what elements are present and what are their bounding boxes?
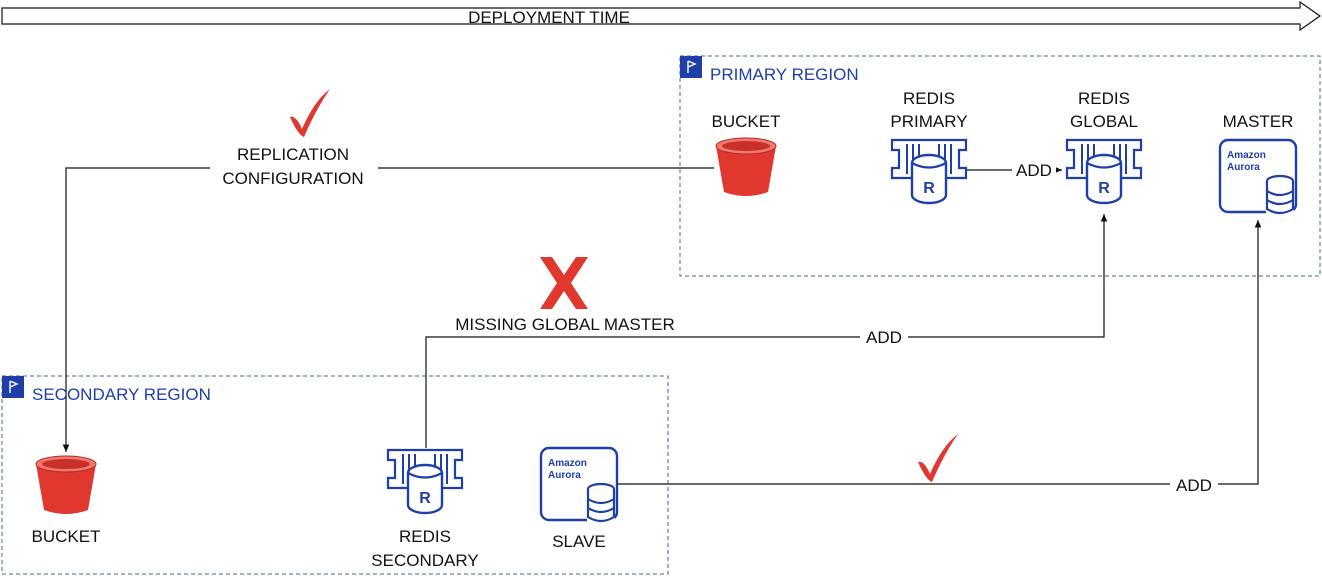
- bucket-label: BUCKET: [32, 527, 101, 546]
- primary-region: PRIMARY REGION: [679, 55, 1321, 277]
- redis-primary: REDIS PRIMARY R: [890, 89, 968, 205]
- replication-configuration-label: REPLICATION CONFIGURATION: [210, 143, 378, 189]
- aurora-icon: Amazon Aurora: [539, 446, 619, 525]
- svg-text:Amazon: Amazon: [1227, 150, 1266, 161]
- secondary-region: SECONDARY REGION: [1, 375, 669, 575]
- svg-text:REPLICATION: REPLICATION: [237, 145, 349, 164]
- connection-lines: [62, 166, 1262, 485]
- svg-text:R: R: [923, 180, 935, 197]
- primary-region-label: PRIMARY REGION: [710, 65, 859, 84]
- primary-bucket: BUCKET: [712, 112, 781, 197]
- deployment-time-arrow: DEPLOYMENT TIME: [1, 0, 1322, 32]
- svg-text:PRIMARY: PRIMARY: [890, 112, 967, 131]
- s3-bucket-icon: [715, 137, 777, 197]
- master-aurora: MASTER Amazon Aurora: [1218, 112, 1298, 217]
- checkmark-icon: [290, 89, 330, 137]
- slave-label: SLAVE: [552, 532, 606, 551]
- svg-text:ADD: ADD: [866, 328, 902, 347]
- elasticache-redis-icon: R: [890, 138, 968, 205]
- region-flag-icon: [679, 55, 703, 79]
- svg-text:R: R: [419, 490, 431, 507]
- svg-text:ADD: ADD: [1016, 161, 1052, 180]
- secondary-region-label: SECONDARY REGION: [32, 385, 211, 404]
- slave-aurora: Amazon Aurora SLAVE: [539, 446, 619, 551]
- svg-text:R: R: [1098, 180, 1110, 197]
- svg-text:REDIS: REDIS: [903, 89, 955, 108]
- svg-text:Aurora: Aurora: [548, 470, 581, 481]
- elasticache-redis-icon: R: [386, 448, 464, 515]
- region-flag-icon: [1, 375, 25, 399]
- svg-text:MISSING GLOBAL MASTER: MISSING GLOBAL MASTER: [455, 315, 674, 334]
- missing-global-master-label: MISSING GLOBAL MASTER: [432, 314, 698, 334]
- svg-text:GLOBAL: GLOBAL: [1070, 112, 1138, 131]
- redis-add-label: ADD: [1012, 160, 1056, 180]
- redis-secondary-add-label: ADD: [860, 327, 908, 347]
- aurora-add-label: ADD: [1170, 474, 1218, 495]
- svg-text:SECONDARY: SECONDARY: [371, 551, 478, 570]
- redis-secondary: R REDIS SECONDARY: [371, 448, 479, 570]
- svg-text:CONFIGURATION: CONFIGURATION: [222, 169, 363, 188]
- cross-icon: [540, 257, 588, 309]
- redis-global: REDIS GLOBAL R: [1065, 89, 1143, 205]
- checkmark-icon: [918, 434, 958, 482]
- svg-text:ADD: ADD: [1176, 476, 1212, 495]
- s3-bucket-icon: [35, 455, 97, 515]
- replication-line: [62, 167, 714, 452]
- svg-text:Aurora: Aurora: [1227, 162, 1260, 173]
- bucket-label: BUCKET: [712, 112, 781, 131]
- svg-text:REDIS: REDIS: [399, 527, 451, 546]
- secondary-bucket: BUCKET: [32, 455, 101, 546]
- slave-to-master-line: [618, 220, 1262, 485]
- svg-text:REDIS: REDIS: [1078, 89, 1130, 108]
- svg-text:Amazon: Amazon: [548, 458, 587, 469]
- redis-secondary-to-global-line: [425, 214, 1108, 448]
- aurora-icon: Amazon Aurora: [1218, 138, 1298, 217]
- master-label: MASTER: [1223, 112, 1294, 131]
- elasticache-redis-icon: R: [1065, 138, 1143, 205]
- deployment-time-label: DEPLOYMENT TIME: [468, 8, 630, 27]
